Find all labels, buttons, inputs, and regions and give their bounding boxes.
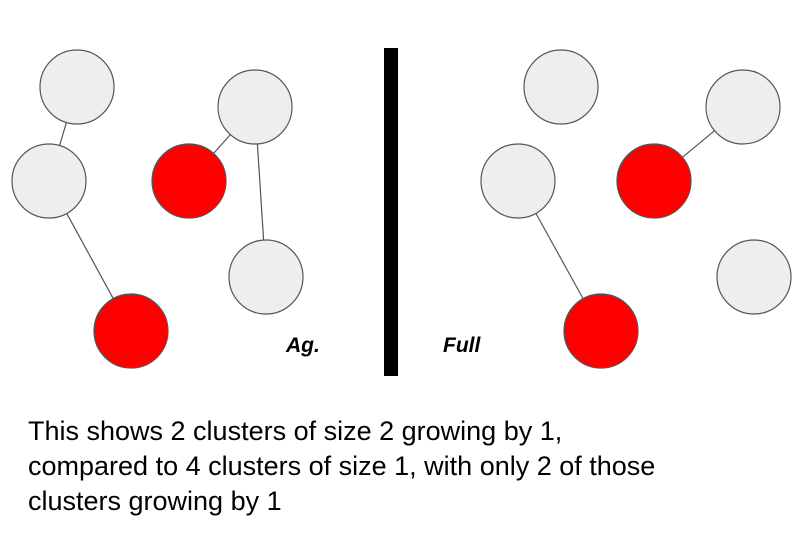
nodes (11, 49, 792, 369)
node-11 (716, 239, 792, 315)
edges (58, 122, 715, 299)
node-1 (11, 143, 87, 219)
node-5 (228, 239, 304, 315)
cluster-diagram: Ag. Full (11, 48, 792, 376)
infected-node-2 (93, 293, 169, 369)
edge-0 (58, 122, 68, 146)
caption-line-1: This shows 2 clusters of size 2 growing … (28, 416, 563, 446)
node-7 (480, 143, 556, 219)
node-10 (705, 69, 781, 145)
node-0 (39, 49, 115, 125)
panel-label-aggregated: Ag. (285, 334, 320, 357)
panel-divider (384, 48, 398, 376)
caption: This shows 2 clusters of size 2 growing … (28, 414, 798, 519)
caption-line-2: compared to 4 clusters of size 1, with o… (28, 451, 656, 481)
node-6 (523, 49, 599, 125)
edge-1 (66, 213, 114, 299)
panel-label-full: Full (443, 334, 481, 357)
node-4 (217, 69, 293, 145)
edge-5 (682, 130, 715, 158)
infected-node-8 (563, 293, 639, 369)
edge-3 (256, 143, 265, 241)
caption-line-3: clusters growing by 1 (28, 486, 282, 516)
edge-4 (535, 213, 584, 299)
infected-node-3 (151, 143, 227, 219)
edge-2 (213, 134, 231, 154)
infected-node-9 (616, 143, 692, 219)
